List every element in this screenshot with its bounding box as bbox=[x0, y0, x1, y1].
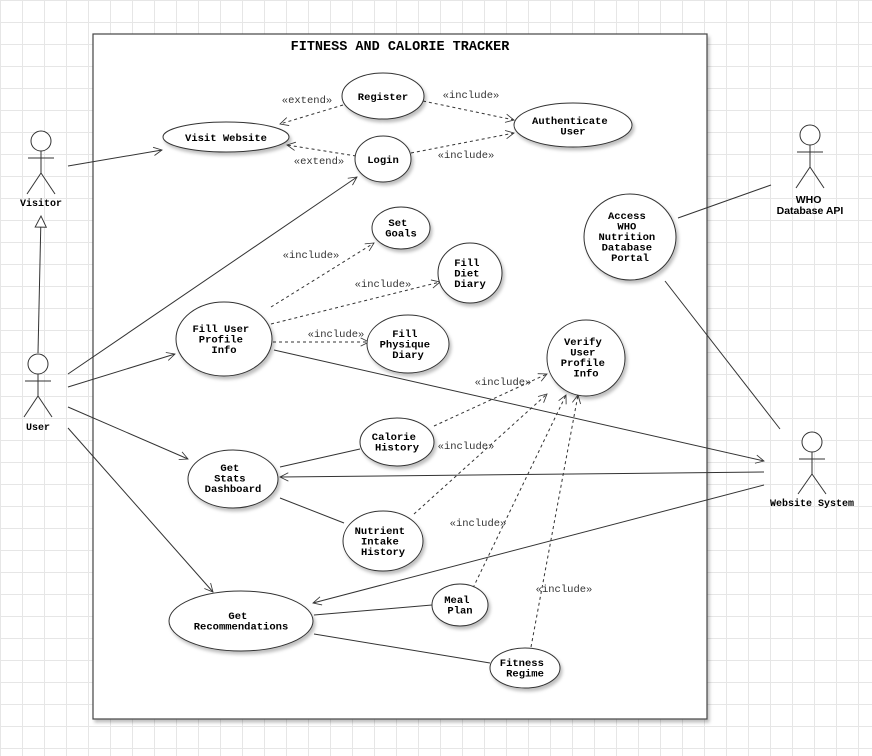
use-case-calorie-history[interactable]: Calorie History bbox=[359, 417, 435, 467]
dep-fitness-include[interactable] bbox=[530, 395, 578, 648]
actor-label: WHO Database API bbox=[777, 194, 844, 217]
link-recommendations-fitness[interactable] bbox=[313, 633, 491, 664]
use-case-label: Fitness Regime bbox=[500, 658, 550, 681]
link-recommendations-meal[interactable] bbox=[313, 604, 433, 616]
use-case-verify-profile[interactable]: Verify User Profile Info bbox=[546, 319, 626, 397]
use-case-fill-diet-diary[interactable]: Fill Diet Diary bbox=[437, 242, 503, 304]
use-case-label: Nutrient Intake History bbox=[355, 526, 412, 559]
assoc-user-fill-profile[interactable] bbox=[67, 354, 175, 388]
use-case-meal-plan[interactable]: Meal Plan bbox=[431, 583, 489, 627]
assoc-website-recommendations[interactable] bbox=[313, 484, 765, 603]
use-case-set-goals[interactable]: Set Goals bbox=[371, 206, 431, 250]
use-case-label: Verify User Profile Info bbox=[561, 337, 611, 381]
use-case-label: Access WHO Nutrition Database Portal bbox=[598, 211, 661, 265]
label-include-nutrient: «include» bbox=[438, 441, 495, 453]
use-case-label: Get Stats Dashboard bbox=[205, 463, 262, 496]
use-case-access-who-portal[interactable]: Access WHO Nutrition Database Portal bbox=[583, 193, 677, 281]
label-include-meal: «include» bbox=[450, 518, 507, 530]
generalization-user-visitor[interactable] bbox=[38, 216, 41, 354]
label-include-register: «include» bbox=[443, 90, 500, 102]
stick-figure-icon bbox=[23, 353, 53, 418]
label-include-fitness: «include» bbox=[536, 584, 593, 596]
assoc-access-who-db[interactable] bbox=[677, 184, 772, 219]
dependencies bbox=[270, 100, 578, 648]
actor-label: Website System bbox=[770, 498, 854, 510]
use-case-label: Meal Plan bbox=[444, 595, 476, 618]
use-case-recommendations[interactable]: Get Recommendations bbox=[168, 590, 314, 652]
assoc-website-stats[interactable] bbox=[280, 471, 765, 477]
actor-label: Visitor bbox=[20, 198, 62, 210]
use-case-label: Fill Physique Diary bbox=[380, 329, 437, 362]
actor-user[interactable]: User bbox=[23, 353, 53, 434]
use-cases: Visit Website Register Login Authenticat… bbox=[162, 72, 677, 689]
use-case-register[interactable]: Register bbox=[341, 72, 425, 120]
stick-figure-icon bbox=[26, 130, 56, 195]
relation-labels: «extend» «extend» «include» «include» «i… bbox=[282, 90, 593, 596]
assoc-visitor-visit-website[interactable] bbox=[67, 150, 162, 167]
label-include-calorie: «include» bbox=[475, 377, 532, 389]
use-case-authenticate-user[interactable]: Authenticate User bbox=[513, 102, 633, 148]
use-case-label: Visit Website bbox=[185, 133, 267, 145]
use-case-fill-physique-diary[interactable]: Fill Physique Diary bbox=[366, 314, 450, 374]
system-title: FITNESS AND CALORIE TRACKER bbox=[291, 40, 511, 55]
dep-calorie-include[interactable] bbox=[433, 374, 547, 427]
link-stats-nutrient[interactable] bbox=[279, 497, 345, 524]
label-include-login: «include» bbox=[438, 150, 495, 162]
use-case-label: Set Goals bbox=[385, 218, 417, 241]
use-case-stats-dashboard[interactable]: Get Stats Dashboard bbox=[187, 449, 279, 509]
dep-register-extend[interactable] bbox=[280, 104, 344, 124]
use-case-visit-website[interactable]: Visit Website bbox=[162, 121, 290, 153]
assoc-fill-profile-website[interactable] bbox=[273, 349, 764, 461]
dep-diet-include[interactable] bbox=[270, 282, 440, 325]
dep-goals-include[interactable] bbox=[270, 243, 374, 308]
actor-website-system[interactable]: Website System bbox=[770, 431, 854, 510]
label-extend-register: «extend» bbox=[282, 95, 332, 107]
use-case-label: Calorie History bbox=[372, 432, 422, 455]
use-case-fill-user-profile[interactable]: Fill User Profile Info bbox=[175, 301, 273, 377]
assoc-access-website[interactable] bbox=[664, 280, 781, 430]
use-case-label: Fill Diet Diary bbox=[454, 258, 486, 291]
link-stats-calorie[interactable] bbox=[279, 448, 361, 468]
use-case-nutrient-history[interactable]: Nutrient Intake History bbox=[342, 510, 424, 572]
label-include-physique: «include» bbox=[308, 329, 365, 341]
actor-visitor[interactable]: Visitor bbox=[20, 130, 62, 210]
label-include-goals: «include» bbox=[283, 250, 340, 262]
label-extend-login: «extend» bbox=[294, 156, 344, 168]
stick-figure-icon bbox=[795, 124, 825, 189]
actor-label: User bbox=[26, 423, 50, 434]
use-case-label: Get Recommendations bbox=[194, 611, 289, 634]
use-case-label: Login bbox=[367, 155, 399, 167]
use-case-fitness-regime[interactable]: Fitness Regime bbox=[489, 647, 561, 689]
use-case-label: Fill User Profile Info bbox=[192, 324, 255, 357]
actor-who-database-api[interactable]: WHO Database API bbox=[777, 124, 844, 217]
stick-figure-icon bbox=[797, 431, 827, 495]
assoc-user-stats[interactable] bbox=[67, 406, 188, 459]
use-case-login[interactable]: Login bbox=[354, 135, 412, 183]
label-include-diet: «include» bbox=[355, 279, 412, 291]
use-case-label: Authenticate User bbox=[532, 116, 614, 139]
assoc-user-recommendations[interactable] bbox=[67, 427, 213, 592]
use-case-label: Register bbox=[358, 92, 408, 104]
associations bbox=[38, 150, 781, 664]
assoc-user-login[interactable] bbox=[67, 177, 357, 375]
